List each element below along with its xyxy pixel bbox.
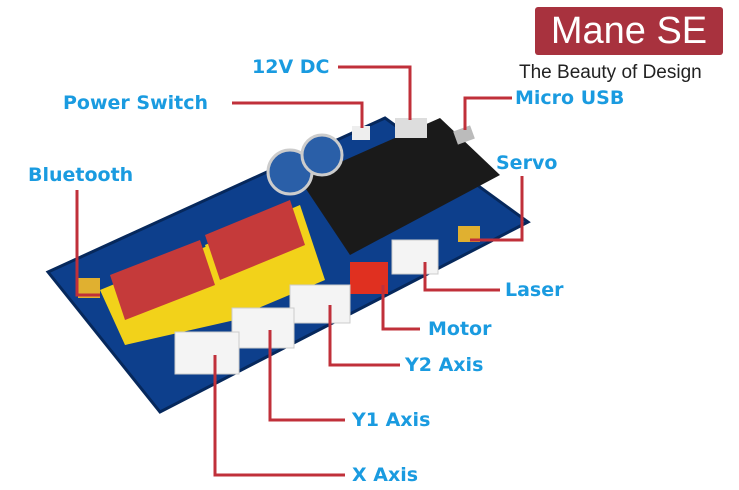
- leader-y1: [268, 330, 345, 422]
- stepper-driver: [110, 240, 215, 320]
- brand-logo: Mane SE: [535, 7, 723, 55]
- arduino-nano: [300, 118, 500, 255]
- label-power-switch: Power Switch: [63, 92, 209, 114]
- leader-motor: [381, 285, 420, 331]
- power-switch: [352, 126, 370, 140]
- leader-x: [213, 355, 345, 477]
- bluetooth-header: [78, 278, 100, 298]
- leader-bluetooth: [75, 190, 100, 297]
- leader-lines: [75, 65, 524, 477]
- label-servo: Servo: [496, 152, 558, 174]
- label-motor: Motor: [428, 318, 492, 340]
- label-12v-dc: 12V DC: [252, 56, 330, 78]
- x-connector: [174, 331, 240, 375]
- label-y2-axis: Y2 Axis: [405, 354, 484, 376]
- label-x-axis: X Axis: [352, 464, 419, 486]
- leader-laser: [423, 262, 500, 292]
- stepper-driver: [205, 200, 305, 280]
- y1-connector: [231, 307, 295, 349]
- label-micro-usb: Micro USB: [515, 87, 625, 109]
- leader-y2: [328, 305, 400, 367]
- servo-header: [458, 226, 480, 242]
- leader-power: [232, 101, 364, 128]
- label-laser: Laser: [505, 279, 564, 301]
- capacitor: [300, 133, 344, 177]
- leader-servo: [470, 176, 524, 242]
- y2-connector: [289, 284, 351, 324]
- laser-connector: [391, 239, 439, 275]
- usb-port: [453, 125, 475, 145]
- dc-jack: [395, 118, 427, 138]
- brand-tagline: The Beauty of Design: [519, 62, 702, 83]
- label-y1-axis: Y1 Axis: [352, 409, 431, 431]
- leader-usb: [463, 96, 512, 130]
- leader-dc: [338, 65, 412, 120]
- label-bluetooth: Bluetooth: [28, 164, 134, 186]
